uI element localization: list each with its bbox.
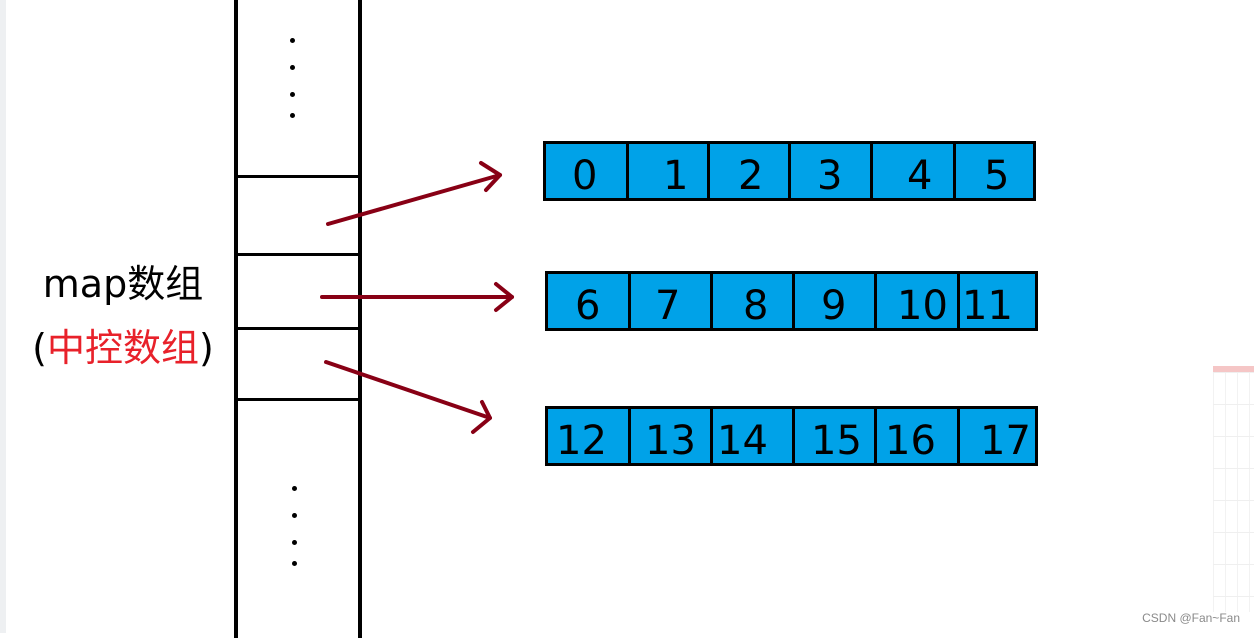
cell-value: 6 bbox=[575, 283, 601, 329]
array-cell: 13 bbox=[631, 409, 713, 463]
buffer-array-2: 6 7 8 9 10 11 bbox=[545, 271, 1038, 331]
open-paren: ( bbox=[32, 326, 47, 370]
array-cell: 9 bbox=[795, 274, 877, 328]
array-cell: 5 bbox=[956, 144, 1033, 198]
array-cell: 10 bbox=[877, 274, 960, 328]
map-array-sublabel: (中控数组) bbox=[18, 320, 228, 376]
pointer-arrow-3 bbox=[324, 360, 492, 434]
cell-value: 4 bbox=[907, 153, 933, 199]
cell-value: 12 bbox=[556, 418, 607, 464]
array-cell: 8 bbox=[713, 274, 795, 328]
edge-fragment bbox=[1213, 366, 1254, 372]
array-cell: 4 bbox=[873, 144, 956, 198]
array-cell: 3 bbox=[791, 144, 873, 198]
array-cell: 1 bbox=[629, 144, 710, 198]
map-slot-divider bbox=[236, 175, 360, 178]
cell-value: 10 bbox=[897, 283, 948, 329]
ellipsis-dot bbox=[292, 540, 297, 545]
array-cell: 16 bbox=[877, 409, 960, 463]
cell-value: 16 bbox=[885, 418, 936, 464]
ellipsis-dot bbox=[292, 561, 297, 566]
array-cell: 14 bbox=[713, 409, 795, 463]
array-cell: 12 bbox=[548, 409, 631, 463]
pointer-arrow-1 bbox=[326, 161, 502, 226]
cell-value: 9 bbox=[821, 283, 847, 329]
ellipsis-dot bbox=[290, 113, 295, 118]
array-cell: 11 bbox=[960, 274, 1035, 328]
watermark: CSDN @Fan~Fan bbox=[1142, 611, 1240, 625]
ellipsis-dot bbox=[292, 513, 297, 518]
buffer-array-3: 12 13 14 15 16 17 bbox=[545, 406, 1038, 466]
cell-value: 13 bbox=[645, 418, 696, 464]
ellipsis-dot bbox=[290, 92, 295, 97]
array-cell: 17 bbox=[960, 409, 1035, 463]
map-slot-divider bbox=[236, 398, 360, 401]
cell-value: 11 bbox=[962, 283, 1013, 329]
buffer-array-1: 0 1 2 3 4 5 bbox=[543, 141, 1036, 201]
ellipsis-dot bbox=[292, 486, 297, 491]
cell-value: 8 bbox=[743, 283, 769, 329]
array-cell: 6 bbox=[548, 274, 631, 328]
map-slot-divider bbox=[236, 327, 360, 330]
map-array-label: map数组 bbox=[42, 262, 204, 306]
close-paren: ) bbox=[199, 326, 214, 370]
array-cell: 0 bbox=[546, 144, 629, 198]
cell-value: 15 bbox=[811, 418, 862, 464]
map-array-column bbox=[234, 0, 362, 638]
cell-value: 14 bbox=[717, 418, 768, 464]
ellipsis-dot bbox=[290, 38, 295, 43]
cell-value: 7 bbox=[655, 283, 681, 329]
array-cell: 2 bbox=[710, 144, 791, 198]
map-slot-divider bbox=[236, 253, 360, 256]
cell-value: 2 bbox=[738, 153, 764, 199]
cell-value: 5 bbox=[984, 153, 1010, 199]
array-cell: 7 bbox=[631, 274, 713, 328]
pointer-arrow-2 bbox=[320, 282, 514, 312]
left-edge-strip bbox=[0, 0, 6, 633]
cell-value: 0 bbox=[572, 153, 598, 199]
array-cell: 15 bbox=[795, 409, 877, 463]
central-control-label: 中控数组 bbox=[46, 326, 199, 370]
cell-value: 17 bbox=[980, 418, 1031, 464]
ellipsis-dot bbox=[290, 65, 295, 70]
cell-value: 1 bbox=[663, 153, 689, 199]
cell-value: 3 bbox=[817, 153, 843, 199]
edge-grid-fragment bbox=[1213, 372, 1254, 612]
